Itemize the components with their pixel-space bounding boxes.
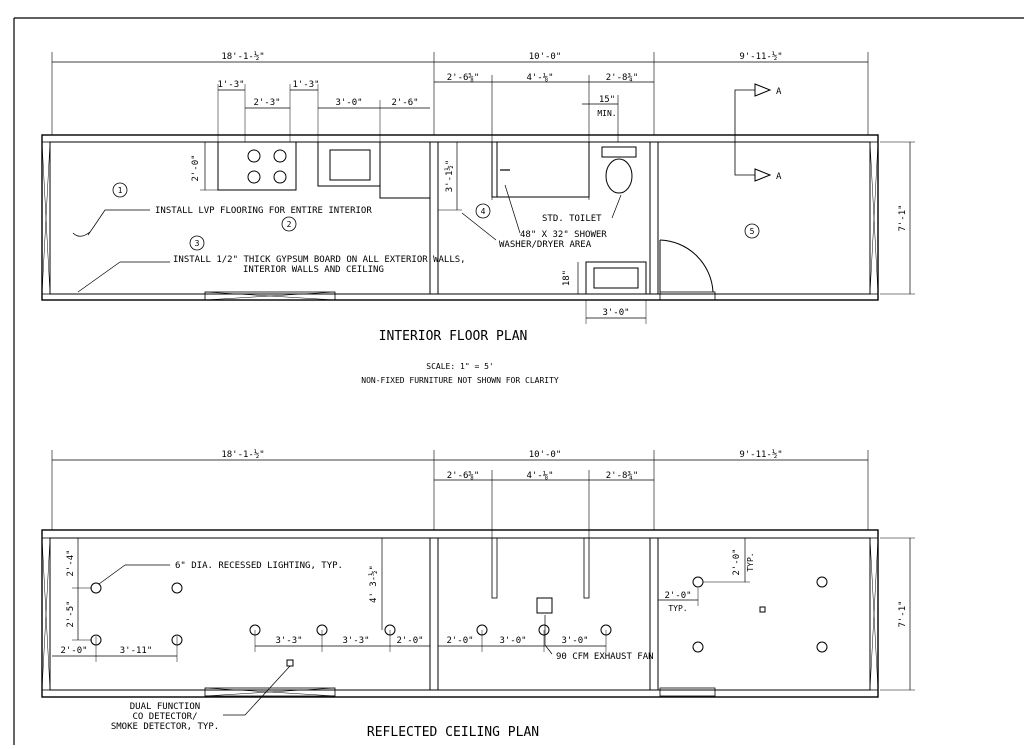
rcp-right-dim-1: 2'-0" (664, 591, 691, 601)
rcp-left-dim-4: 3'-11" (120, 646, 153, 656)
rcp-right-typ-2: TYP. (746, 552, 755, 571)
mid-dim-3: 2'-8¾" (606, 73, 639, 83)
ceiling-plan-title: REFLECTED CEILING PLAN (367, 725, 539, 740)
note-lvp: INSTALL LVP FLOORING FOR ENTIRE INTERIOR (155, 206, 372, 216)
sink-offset-dim: 18" (562, 270, 572, 286)
note-detector-1: DUAL FUNCTION (130, 702, 200, 712)
wall-height-dim: 3'-1½" (444, 160, 455, 193)
non-fixed-note: NON-FIXED FURNITURE NOT SHOWN FOR CLARIT… (361, 376, 559, 385)
rcp-row-dim-1: 3'-3" (275, 636, 302, 646)
note-toilet: STD. TOILET (542, 214, 602, 224)
rcp-overall-dim-1: 18'-1-½" (221, 449, 264, 460)
rcp-overall-dim-3: 9'-11-½" (739, 449, 782, 460)
note-detector-3: SMOKE DETECTOR, TYP. (111, 722, 219, 732)
rcp-wall-dim: 4' 3-½" (368, 565, 379, 603)
rcp-left-dim-2: 2'-5" (66, 600, 76, 627)
sink-width-dim: 3'-0" (602, 308, 629, 318)
height-dim: 7'-1" (898, 204, 908, 231)
note-shower: 48" X 32" SHOWER (520, 230, 607, 240)
rcp-height-dim: 7'-1" (898, 600, 908, 627)
rcp-left-dim-3: 2'-0" (60, 646, 87, 656)
rcp-row-dim-3: 2'-0" (396, 636, 423, 646)
rcp-left-dim-1: 2'-4" (66, 549, 76, 576)
callout-3: 3 (195, 239, 200, 248)
scale-label: SCALE: 1" = 5' (426, 362, 493, 371)
overall-dim-1: 18'-1-½" (221, 51, 264, 62)
kitchen-dim-1: 1'-3" (217, 80, 244, 90)
callout-1: 1 (118, 186, 123, 195)
overall-dim-3: 9'-11-½" (739, 51, 782, 62)
rcp-row-dim-2: 3'-3" (342, 636, 369, 646)
rcp-right-typ-1: TYP. (668, 604, 687, 613)
mid-dim-1: 2'-6⅝" (447, 73, 480, 83)
callout-4: 4 (481, 207, 486, 216)
rcp-mid-dim-3: 2'-8¾" (606, 471, 639, 481)
kitchen-dim-5: 2'-6" (391, 98, 418, 108)
shower-min-label: MIN. (597, 109, 616, 118)
reflected-ceiling-plan (41, 450, 915, 716)
rcp-row-dim-4: 2'-0" (446, 636, 473, 646)
rcp-row-dim-5: 3'-0" (499, 636, 526, 646)
note-detector-2: CO DETECTOR/ (132, 712, 197, 722)
section-mark-top: A (776, 87, 782, 97)
section-mark-bottom: A (776, 172, 782, 182)
kitchen-dim-4: 3'-0" (335, 98, 362, 108)
rcp-row-dim-6: 3'-0" (561, 636, 588, 646)
note-gypsum-1: INSTALL 1/2" THICK GYPSUM BOARD ON ALL E… (173, 255, 466, 265)
note-washer: WASHER/DRYER AREA (499, 240, 592, 250)
rcp-mid-dim-1: 2'-6⅝" (447, 471, 480, 481)
callout-2: 2 (287, 220, 292, 229)
note-gypsum-2: INTERIOR WALLS AND CEILING (243, 265, 384, 275)
rcp-right-dim-2: 2'-0" (732, 548, 742, 575)
shower-min-dim: 15" (599, 95, 615, 105)
floor-plan-title: INTERIOR FLOOR PLAN (379, 329, 528, 344)
note-exhaust-fan: 90 CFM EXHAUST FAN (556, 652, 654, 662)
mid-dim-2: 4'-⅛" (526, 73, 553, 83)
kitchen-dim-3: 2'-3" (253, 98, 280, 108)
kitchen-depth-dim: 2'-0" (191, 154, 201, 181)
interior-floor-plan (41, 52, 915, 324)
overall-dim-2: 10'-0" (529, 52, 562, 62)
callout-5: 5 (750, 227, 755, 236)
rcp-overall-dim-2: 10'-0" (529, 450, 562, 460)
kitchen-dim-2: 1'-3" (292, 80, 319, 90)
rcp-mid-dim-2: 4'-⅛" (526, 471, 553, 481)
note-lighting: 6" DIA. RECESSED LIGHTING, TYP. (175, 561, 343, 571)
